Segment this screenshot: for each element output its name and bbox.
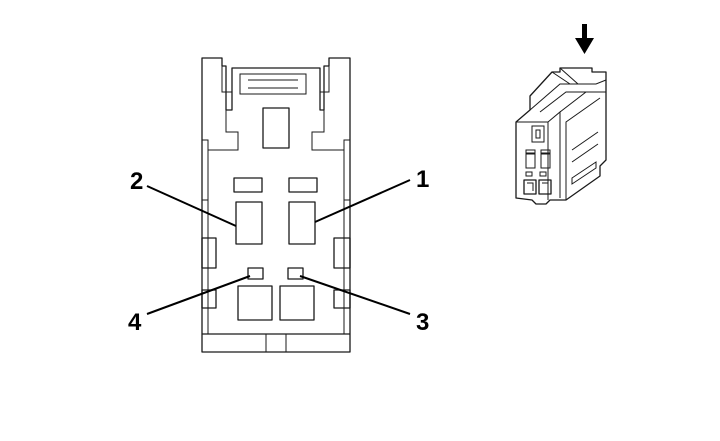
connector-isometric-view [515, 24, 607, 205]
keyway-right [288, 177, 318, 193]
pin-label-1: 1 [416, 166, 429, 193]
side-rib-right [343, 139, 351, 201]
pin-labels: 2 1 4 3 [128, 166, 429, 336]
bottom-cavity-right [279, 285, 315, 321]
bottom-cavity-left [237, 285, 273, 321]
pin-label-4: 4 [128, 309, 142, 336]
connector-face-view [201, 57, 351, 353]
latch-outline [221, 66, 330, 93]
cavity-pin-3 [287, 267, 304, 280]
connector-outline [201, 57, 351, 353]
leader-pin-4 [146, 275, 251, 315]
iso-front-face [515, 67, 607, 205]
leader-pin-3 [299, 275, 411, 315]
down-arrow-icon [575, 24, 594, 54]
side-rib-left [201, 139, 209, 201]
leader-lines [146, 179, 411, 315]
pin-label-3: 3 [416, 309, 429, 336]
pin-label-2: 2 [130, 168, 143, 195]
leader-pin-1 [314, 179, 411, 223]
top-slot [262, 107, 290, 149]
cavity-pin-1 [288, 201, 316, 245]
leader-pin-2 [146, 185, 237, 227]
lower-notch-left [201, 289, 217, 309]
inner-wall-left [207, 110, 239, 334]
keyway-left [233, 177, 263, 193]
side-notch-left [201, 237, 217, 269]
cavity-pin-4 [247, 267, 264, 280]
cavity-pin-2 [235, 201, 263, 245]
latch-window [239, 73, 307, 95]
bottom-tab [265, 333, 287, 353]
side-notch-right [333, 237, 351, 269]
